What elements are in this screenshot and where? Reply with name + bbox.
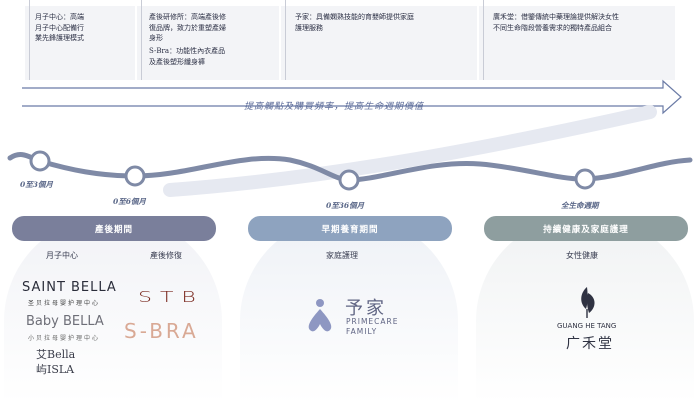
top-box-line: 不同生命階段營養需求的獨特產品組合	[493, 23, 612, 32]
timeline-graphic	[7, 79, 693, 197]
rising-arrow	[163, 105, 657, 197]
top-box-line: 業先鋒護理模式	[35, 34, 84, 42]
panel-early-parenting	[240, 216, 458, 403]
top-box-line: 產後研修所：高端產後修	[149, 13, 226, 21]
top-box-confinement: 月子中心：高端 月子中心配備行 業先鋒護理模式	[25, 0, 135, 80]
age-label-0-3m: 0至3個月	[20, 180, 53, 189]
divider	[29, 0, 30, 80]
sbra-logo: S-BRA	[124, 319, 199, 343]
top-box-line: 月子中心：高端	[35, 13, 84, 21]
top-box-guanghetang: 廣禾堂：借鑒傳統中藥理論提供解決女性 不同生命階段營養需求的獨特產品組合	[479, 0, 675, 80]
age-label-lifecycle: 全生命週期	[561, 201, 599, 210]
yujia-logo-en1: PRIMECARE	[346, 317, 399, 326]
sub-label-home-care: 家庭護理	[326, 251, 358, 260]
yujia-logo-en2: FAMILY	[346, 327, 378, 336]
ai-bella-logo-line1: 艾Bella	[36, 348, 76, 361]
stb-logo: STB	[138, 288, 204, 307]
top-box-line: 復品牌，致力於重塑產婦	[149, 23, 226, 32]
node-lifecycle	[574, 168, 596, 190]
top-box-yujia: 予家：具備嫻熟技能的育嬰師提供家庭 護理服務	[281, 0, 477, 80]
sub-label-womens-health: 女性健康	[566, 251, 598, 260]
divider	[141, 0, 142, 80]
node-0-36m	[338, 169, 360, 191]
top-box-line: 及產後塑形纖身褲	[149, 57, 205, 66]
sub-label-confinement: 月子中心	[46, 251, 78, 260]
panel-postpartum	[4, 216, 222, 403]
guanghetang-logo-en: GUANG HE TANG	[557, 322, 617, 330]
sub-label-recovery: 產後修復	[150, 251, 182, 260]
yujia-emblem-icon	[308, 299, 332, 332]
arrow-caption: 提高觸點及購買頻率，提高生命週期價值	[244, 102, 425, 112]
guanghetang-emblem-icon	[581, 287, 595, 318]
node-0-6m	[124, 165, 146, 187]
node-0-3m	[29, 150, 51, 172]
phase-pill-early-parenting: 早期養育期間	[248, 216, 452, 241]
phase-pill-health: 持續健康及家庭護理	[484, 216, 688, 241]
top-box-postpartum: 產後研修所：高端產後修 復品牌，致力於重塑產婦 身形 S-Bra：功能性內衣產品…	[137, 0, 279, 80]
age-label-0-6m: 0至6個月	[113, 197, 146, 206]
right-arrow	[22, 79, 682, 115]
saint-bella-subtext: 圣贝拉母婴护理中心	[28, 300, 101, 307]
top-box-line: 予家：具備嫻熟技能的育嬰師提供家庭	[295, 13, 414, 21]
baby-bella-logo: Baby BELLA	[26, 314, 104, 329]
top-box-line: 廣禾堂：借鑒傳統中藥理論提供解決女性	[493, 13, 619, 21]
panel-health	[476, 216, 694, 403]
phase-pill-postpartum: 產後期間	[12, 216, 216, 241]
top-box-line: S-Bra：功能性內衣產品	[149, 47, 226, 55]
yujia-logo-cn: 予家	[345, 298, 387, 319]
baby-bella-subtext: 小贝拉母婴护理中心	[28, 335, 101, 342]
divider	[285, 0, 286, 80]
top-box-line: 護理服務	[295, 23, 323, 32]
top-box-line: 月子中心配備行	[35, 23, 84, 32]
top-box-line: 身形	[149, 34, 163, 42]
ai-bella-logo-line2: 屿ISLA	[36, 363, 75, 376]
age-label-0-36m: 0至36個月	[326, 201, 365, 210]
divider	[483, 0, 484, 80]
guanghetang-logo-cn: 广禾堂	[566, 336, 614, 352]
saint-bella-logo: SAINT BELLA	[22, 280, 117, 295]
